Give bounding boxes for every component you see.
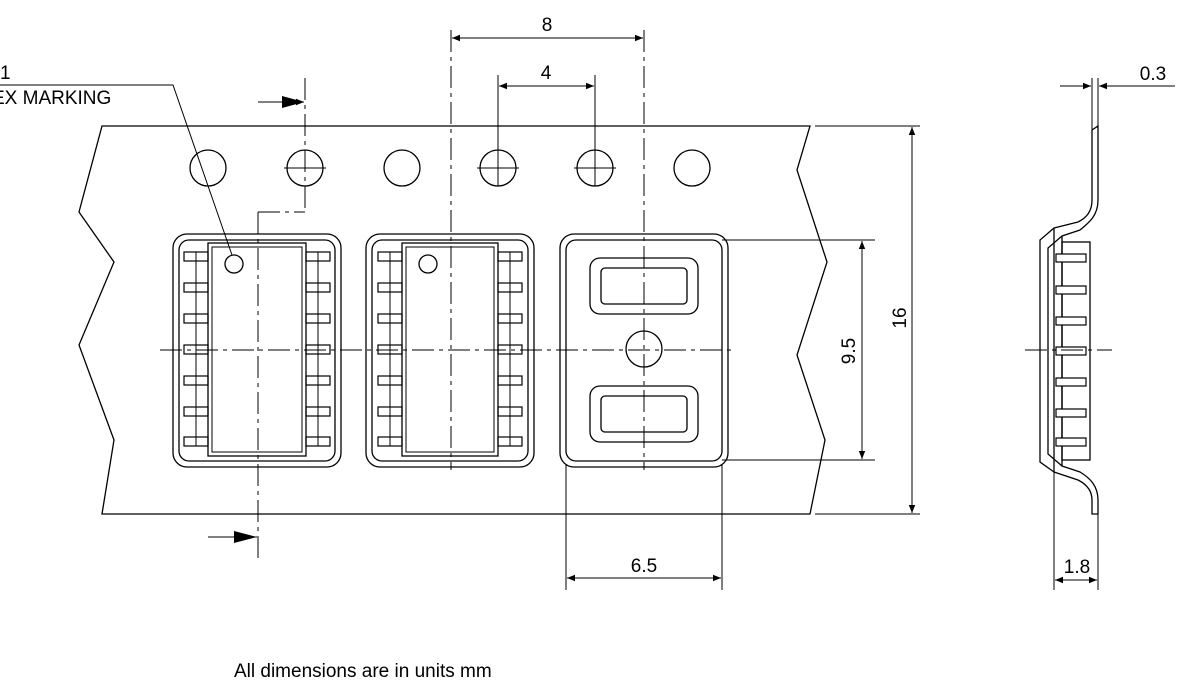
pocket-2	[365, 233, 535, 468]
dim-0-3-label: 0.3	[1140, 64, 1166, 85]
callout-leader	[0, 84, 233, 256]
pin1-marker	[224, 254, 244, 274]
side-view	[1025, 124, 1112, 515]
dim-6-5-label: 6.5	[631, 556, 657, 577]
center-lines	[160, 30, 735, 560]
units-note: All dimensions are in units mm	[234, 661, 492, 682]
dim-4-label: 4	[541, 63, 552, 84]
dim-9-5	[722, 239, 875, 461]
dim-8-label: 8	[542, 15, 553, 36]
dim-16	[815, 125, 920, 515]
callout-line2: EX MARKING	[0, 88, 111, 109]
dim-9-5-label: 9.5	[839, 338, 860, 364]
dim-6-5	[565, 465, 723, 590]
dim-16-label: 16	[890, 307, 911, 328]
dim-0-3	[1060, 78, 1175, 130]
dim-1-8-label: 1.8	[1064, 557, 1090, 578]
index-arrow-bottom	[234, 531, 257, 543]
dim-4	[497, 75, 596, 150]
tape-outline	[78, 125, 828, 515]
callout-line1: 1	[0, 63, 11, 84]
dim-1-8	[1053, 472, 1099, 590]
sprocket-holes	[189, 149, 711, 187]
